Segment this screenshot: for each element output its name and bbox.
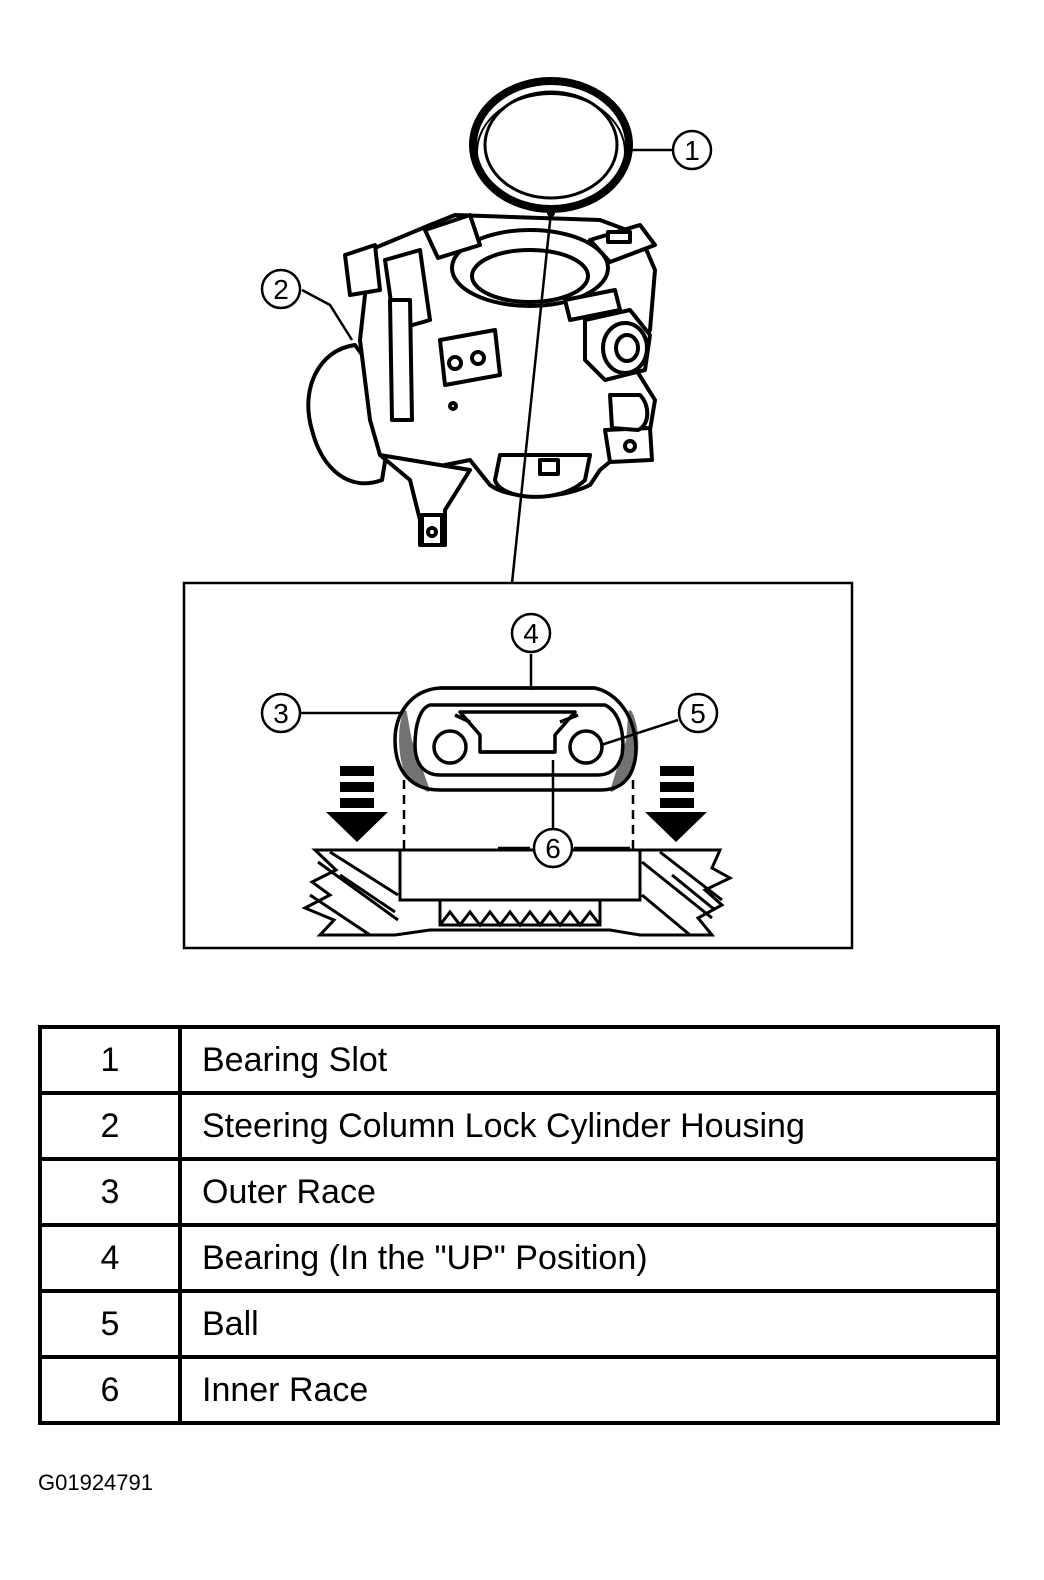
svg-text:2: 2 xyxy=(273,274,289,305)
legend-number: 2 xyxy=(38,1091,182,1161)
lock-cylinder-housing xyxy=(306,213,657,547)
legend-description: Ball xyxy=(178,1289,1000,1359)
legend-description: Bearing Slot xyxy=(178,1025,1000,1095)
bearing-ring xyxy=(469,77,633,213)
callout-6: 6 xyxy=(532,827,574,869)
svg-text:6: 6 xyxy=(545,833,561,864)
detail-leader xyxy=(510,211,553,584)
ball-left xyxy=(432,729,468,765)
legend-description: Outer Race xyxy=(178,1157,1000,1227)
legend-description: Steering Column Lock Cylinder Housing xyxy=(178,1091,1000,1161)
legend-number: 6 xyxy=(38,1355,182,1425)
legend-table: 1 Bearing Slot 2 Steering Column Lock Cy… xyxy=(38,1025,1000,1425)
table-row: 6 Inner Race xyxy=(38,1355,1000,1425)
legend-number: 5 xyxy=(38,1289,182,1359)
svg-text:5: 5 xyxy=(690,698,706,729)
table-row: 5 Ball xyxy=(38,1289,1000,1359)
table-row: 2 Steering Column Lock Cylinder Housing xyxy=(38,1091,1000,1161)
bearing-cross-section xyxy=(393,686,639,792)
projection-lines xyxy=(402,780,635,850)
callout-3: 3 xyxy=(260,692,302,734)
table-row: 1 Bearing Slot xyxy=(38,1025,1000,1095)
fixture-base xyxy=(301,848,734,937)
callout-1: 1 xyxy=(671,129,713,171)
callout-4: 4 xyxy=(510,612,552,654)
svg-text:4: 4 xyxy=(523,618,539,649)
legend-description: Bearing (In the "UP" Position) xyxy=(178,1223,1000,1293)
press-arrow-left-icon xyxy=(326,766,388,842)
legend-number: 3 xyxy=(38,1157,182,1227)
svg-text:3: 3 xyxy=(273,698,289,729)
svg-text:1: 1 xyxy=(684,135,700,166)
figure-id: G01924791 xyxy=(38,1470,153,1495)
legend-number: 1 xyxy=(38,1025,182,1095)
press-arrow-right-icon xyxy=(645,766,707,842)
legend-description: Inner Race xyxy=(178,1355,1000,1425)
table-row: 3 Outer Race xyxy=(38,1157,1000,1227)
table-row: 4 Bearing (In the "UP" Position) xyxy=(38,1223,1000,1293)
callout-5: 5 xyxy=(677,692,719,734)
detail-box xyxy=(182,581,854,950)
ball-right xyxy=(568,729,604,765)
legend-number: 4 xyxy=(38,1223,182,1293)
callout-2: 2 xyxy=(260,268,302,310)
bearing-diagram: 1 2 3 4 5 6 xyxy=(182,77,854,950)
